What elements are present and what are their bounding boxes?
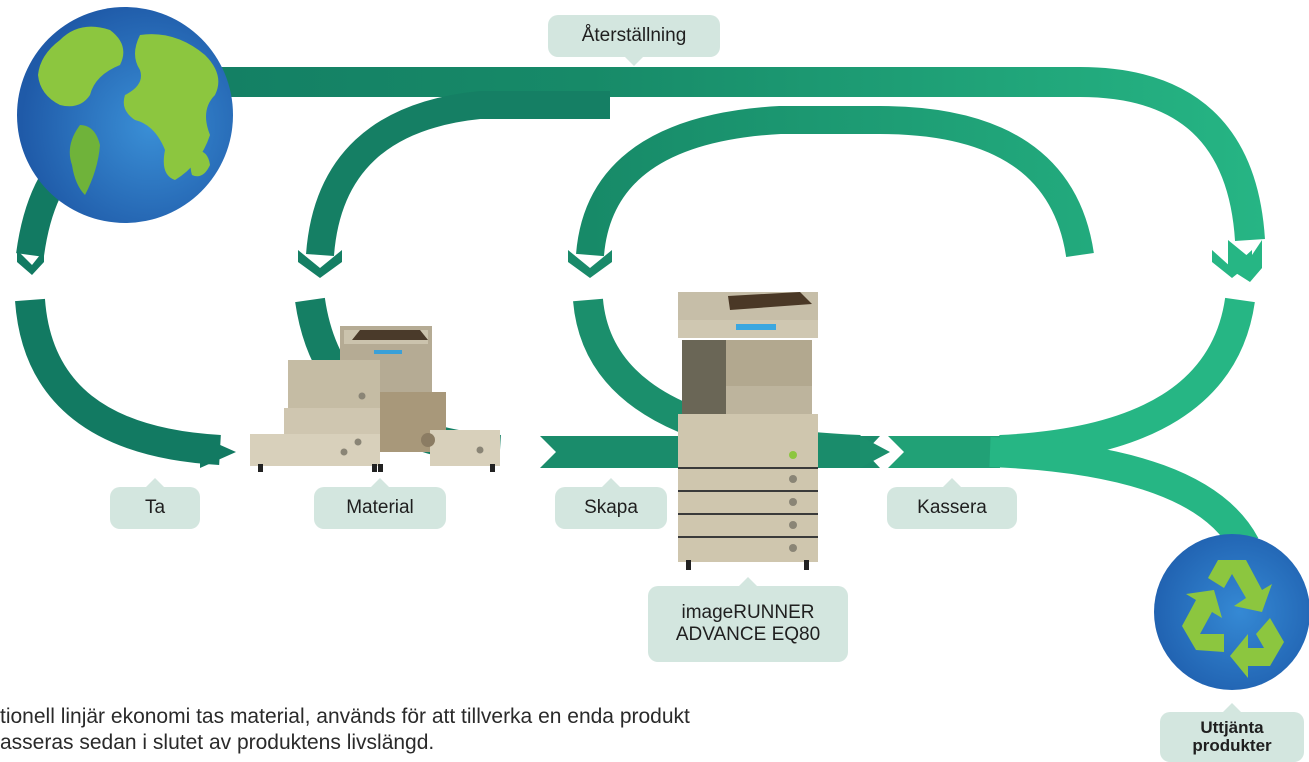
printer-icon: [678, 292, 818, 570]
recycle-icon: [1154, 534, 1309, 690]
worn-out-line2: produkter: [1192, 736, 1272, 755]
worn-out-line1: Uttjänta: [1200, 718, 1264, 738]
caption: tionell linjär ekonomi tas material, anv…: [0, 700, 1140, 755]
dispose-text: Kassera: [917, 497, 987, 519]
arc-dispose: [999, 297, 1255, 465]
product-line1: imageRUNNER: [681, 602, 815, 624]
restoration-text: Återställning: [581, 25, 687, 47]
product-label: imageRUNNER ADVANCE EQ80: [648, 586, 848, 662]
take-text: Ta: [144, 497, 166, 519]
globe-icon: [17, 7, 233, 223]
restoration-label: Återställning: [548, 15, 720, 57]
material-label: Material: [314, 487, 446, 529]
arch-create: [576, 106, 1094, 258]
create-label: Skapa: [555, 487, 667, 529]
dispose-label: Kassera: [887, 487, 1017, 529]
take-label: Ta: [110, 487, 200, 529]
flow-to-waste: [989, 437, 1259, 553]
arch-material: [306, 91, 610, 257]
worn-out-products-label: Uttjänta produkter: [1160, 712, 1304, 762]
arc-take: [15, 298, 221, 465]
caption-line2: asseras sedan i slutet av produktens liv…: [0, 731, 435, 754]
material-text: Material: [346, 497, 414, 519]
product-line2: ADVANCE EQ80: [675, 624, 821, 645]
restoration-flow: [130, 67, 1265, 242]
printer-small-icon: [250, 326, 500, 472]
create-text: Skapa: [584, 497, 638, 519]
caption-line1: tionell linjär ekonomi tas material, anv…: [0, 705, 690, 728]
